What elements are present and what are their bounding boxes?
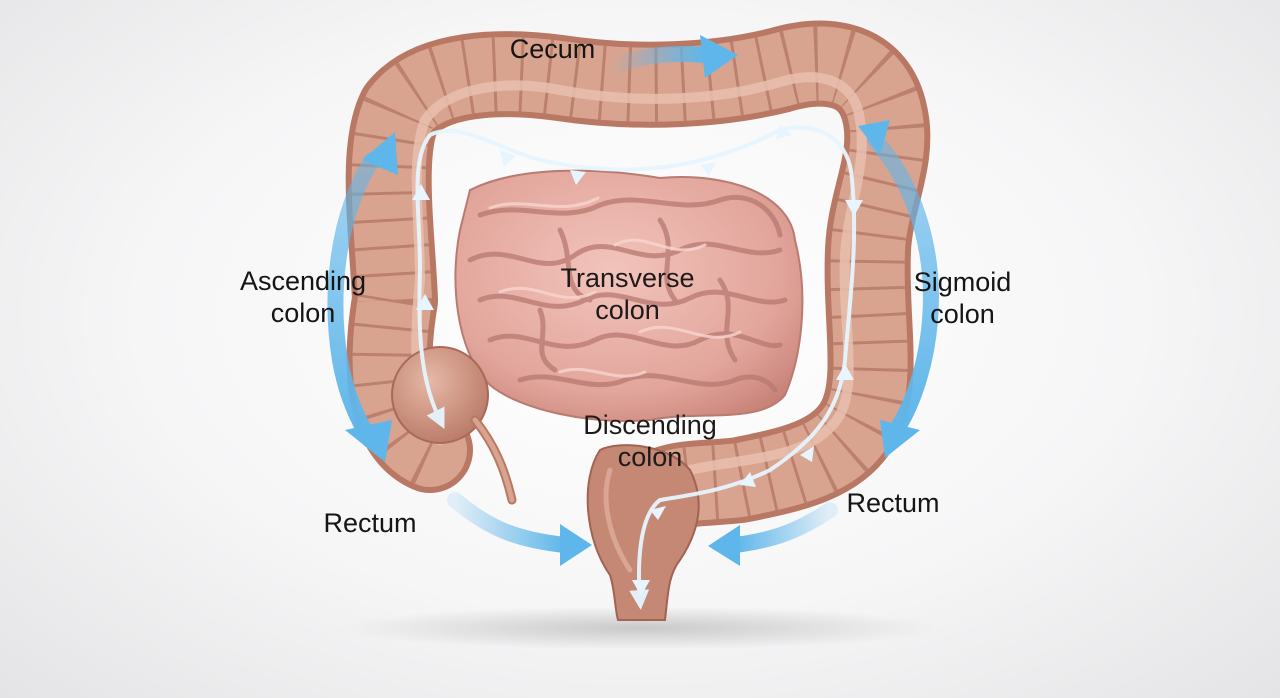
cycle-arrows <box>327 35 939 566</box>
label-transverse-line1: Transverse <box>560 263 695 293</box>
small-intestine <box>454 169 804 422</box>
arrow-left <box>327 132 398 462</box>
label-ascending-colon: Ascending colon <box>218 265 388 329</box>
label-rectum-right: Rectum <box>828 487 958 519</box>
label-sigmoid-colon: Sigmoid colon <box>885 266 1040 330</box>
label-cecum: Cecum <box>480 33 625 65</box>
label-rectum-left: Rectum <box>305 507 435 539</box>
flow-arrowheads <box>412 125 863 596</box>
label-rectum-left-text: Rectum <box>323 508 417 538</box>
label-ascending-line2: colon <box>270 298 336 328</box>
arrow-right <box>858 120 939 458</box>
label-descending-line2: colon <box>617 442 683 472</box>
arrow-bottom-left <box>447 492 592 566</box>
label-rectum-right-text: Rectum <box>846 488 940 518</box>
label-transverse-line2: colon <box>595 295 660 325</box>
label-sigmoid-line2: colon <box>930 299 995 329</box>
ground-shadow <box>340 606 940 650</box>
label-transverse-colon: Transverse colon <box>540 262 715 326</box>
label-descending-line1: Discending <box>583 410 717 440</box>
label-descending-colon: Discending colon <box>560 409 740 473</box>
label-sigmoid-line1: Sigmoid <box>913 267 1012 297</box>
label-ascending-line1: Ascending <box>239 266 367 296</box>
label-cecum-text: Cecum <box>509 34 596 64</box>
arrow-top <box>602 35 738 78</box>
arrow-bottom-right <box>708 502 838 566</box>
